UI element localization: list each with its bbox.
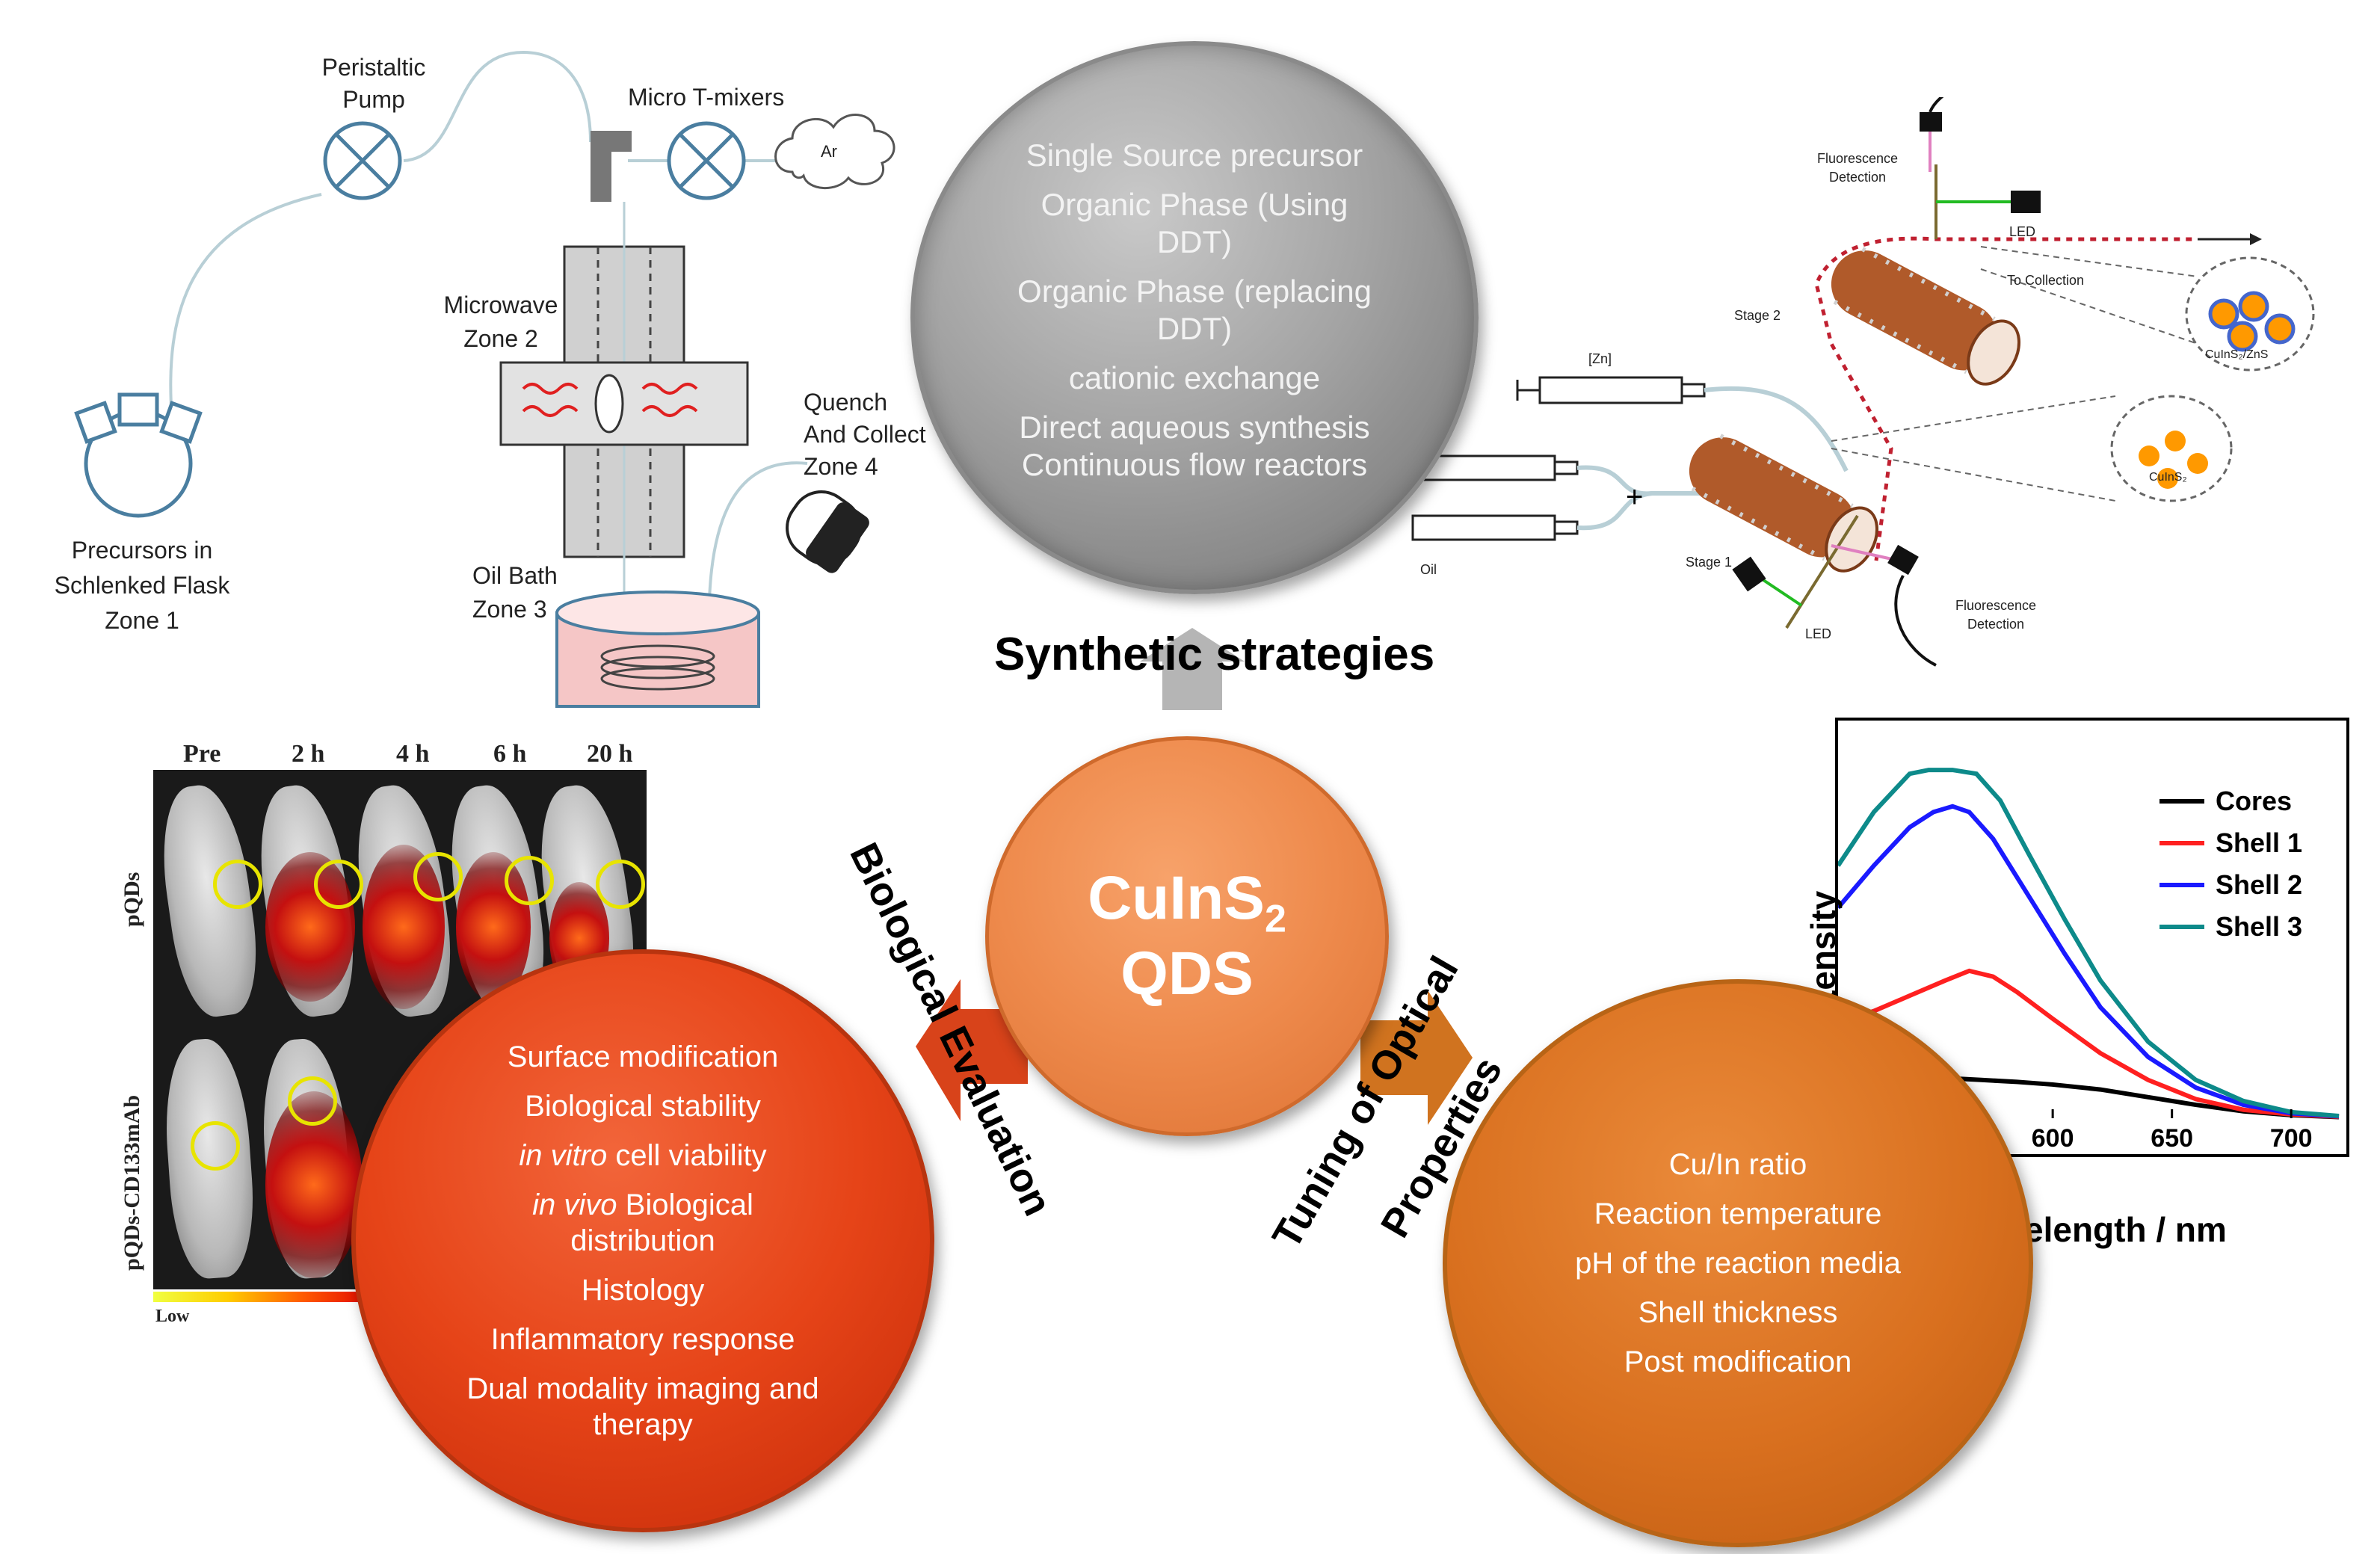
to-collection-label: To Collection (2007, 273, 2085, 288)
bio-item: Surface modification (507, 1040, 779, 1073)
micro-t-mixers-label: Micro T-mixers (628, 84, 785, 111)
row-label-pqds-cd133mab: pQDs-CD133mAb (120, 1094, 144, 1271)
synthetic-strategies-title: Synthetic strategies (994, 629, 1435, 680)
bio-item: in vivo Biological (532, 1188, 753, 1221)
tumor-marker (314, 860, 363, 909)
synthetic-item: cationic exchange (1068, 360, 1321, 396)
zn-label: [Zn] (1588, 351, 1612, 366)
legend-label: Shell 3 (2216, 911, 2302, 942)
stage2-label: Stage 2 (1734, 308, 1781, 323)
legend-label: Shell 1 (2216, 827, 2302, 858)
legend-label: Shell 2 (2216, 869, 2302, 900)
synthetic-item: Organic Phase (replacing (1017, 273, 1372, 309)
tumor-marker (505, 856, 554, 905)
svg-text:+: + (1626, 481, 1643, 514)
quench-vial-icon (786, 490, 869, 573)
optical-item: pH of the reaction media (1575, 1247, 1901, 1280)
chart-xlabel: elength / nm (2024, 1210, 2227, 1249)
arrow-to-biological (916, 979, 1028, 1121)
synthetic-item: Organic Phase (Using (1041, 186, 1348, 222)
synthetic-item: DDT) (1156, 311, 1233, 346)
timepoint-label: Pre (183, 740, 221, 768)
optical-properties-circle: Cu/In ratio Reaction temperature pH of t… (1443, 979, 2033, 1547)
bio-item: Dual modality imaging and (466, 1372, 819, 1405)
bio-item: distribution (570, 1224, 715, 1257)
timepoint-label: 4 h (396, 740, 430, 768)
oil-label: Oil (1420, 562, 1437, 577)
x-tick-label: 650 (2151, 1124, 2193, 1153)
core-formula: CuInS (1088, 863, 1265, 932)
optical-item: Reaction temperature (1594, 1197, 1882, 1230)
chart-ylabel: tensity (1804, 890, 1843, 1002)
schlenk-flask-icon (74, 392, 203, 518)
synthetic-item: DDT) (1156, 223, 1233, 259)
timepoint-label: 2 h (292, 740, 325, 768)
legend-label: Cores (2216, 786, 2292, 816)
series-line-shell-1 (1838, 968, 2340, 1119)
synthetic-item: Single Source precursor (1026, 137, 1363, 173)
tumor-marker (288, 1076, 337, 1126)
core-qds: QDS (1120, 940, 1254, 1008)
led-top-label: LED (2009, 224, 2036, 239)
bio-item: in vitro cell viability (519, 1139, 767, 1172)
row-label-pqds: pQDs (120, 872, 144, 927)
synthetic-item: Direct aqueous synthesis (1019, 410, 1370, 445)
two-stage-reactor: + (1411, 97, 2315, 667)
synthetic-item: Continuous flow reactors (1021, 447, 1368, 483)
optical-item: Post modification (1624, 1345, 1852, 1378)
cuins2-label: CuInS₂ (2149, 471, 2187, 484)
optical-item: Shell thickness (1638, 1296, 1838, 1329)
cuins2-qds-core-circle: CuInS2 QDS (985, 736, 1389, 1136)
timepoint-label: 20 h (587, 740, 633, 768)
x-tick-label: 600 (2032, 1124, 2074, 1153)
bio-item: Histology (581, 1274, 705, 1307)
tumor-marker (596, 860, 645, 909)
t-mixer-icon (591, 131, 632, 202)
stage1-coil-icon (1689, 434, 1879, 573)
cuins2-zns-label: CuInS₂/ZnS (2205, 348, 2269, 361)
arrow-to-optical (1360, 990, 1473, 1125)
tumor-marker (413, 852, 463, 901)
stage2-coil-icon (1831, 247, 2021, 386)
series-line-shell-2 (1838, 804, 2340, 1119)
stage1-label: Stage 1 (1686, 555, 1733, 570)
scale-low-label: Low (155, 1307, 190, 1326)
oil-syringe-icon (1411, 514, 1579, 541)
flow-schematic (74, 50, 895, 708)
bio-item: Biological stability (525, 1090, 761, 1123)
tumor-marker (213, 860, 262, 909)
peristaltic-pump-icon (323, 121, 402, 200)
gas-pump-icon (667, 121, 746, 200)
series-line-shell-3 (1838, 768, 2340, 1118)
tumor-marker (191, 1121, 240, 1171)
arrow-up-synthetic (1140, 628, 1245, 710)
led-bottom-label: LED (1805, 626, 1832, 641)
argon-cloud-icon (774, 114, 895, 189)
microwave-reactor-icon (499, 202, 749, 598)
argon-label: Ar (821, 142, 837, 161)
timepoint-label: 6 h (493, 740, 527, 768)
intensity-scale-bar (153, 1292, 377, 1302)
zn-syringe-icon (1516, 376, 1706, 404)
x-tick-label: 700 (2270, 1124, 2313, 1153)
bio-item: Inflammatory response (490, 1323, 795, 1356)
optical-item: Cu/In ratio (1668, 1148, 1807, 1181)
oil-bath-icon (555, 591, 760, 708)
core-formula-subscript: 2 (1264, 897, 1286, 940)
synthetic-strategies-circle: Single Source precursor Organic Phase (U… (910, 41, 1479, 594)
bio-item: therapy (593, 1408, 693, 1441)
biological-evaluation-circle: Surface modification Biological stabilit… (351, 949, 934, 1532)
